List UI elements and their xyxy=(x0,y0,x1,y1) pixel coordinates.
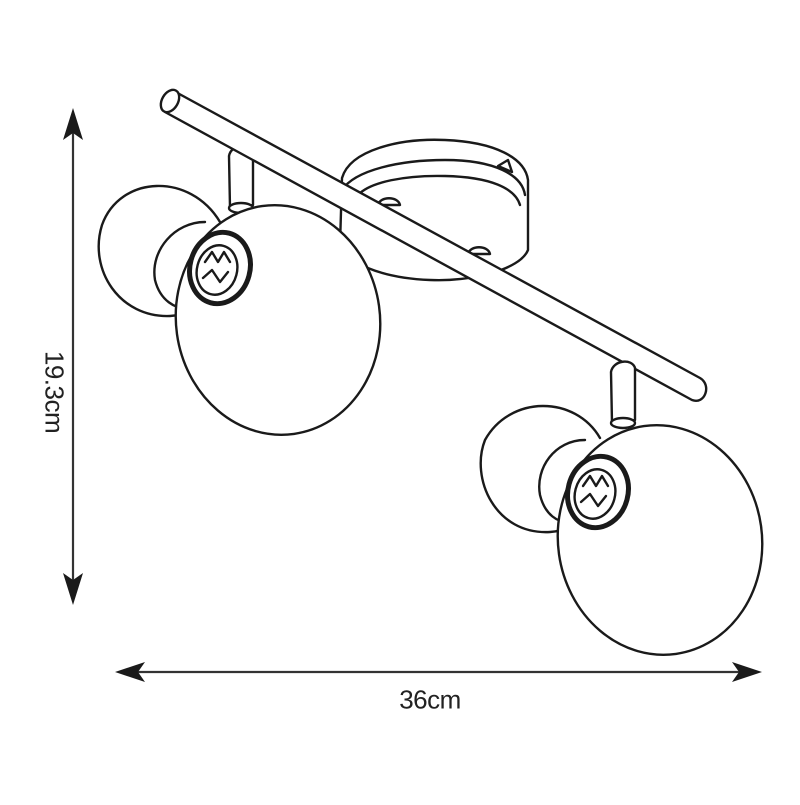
arrow-left-icon xyxy=(115,662,145,682)
height-dimension-arrow xyxy=(63,108,83,605)
arrow-down-icon xyxy=(63,573,83,605)
spotlight-lower-right xyxy=(479,360,764,656)
spotlight-upper-left xyxy=(97,144,382,436)
mounting-bar xyxy=(159,88,708,402)
height-dimension-label: 19.3cm xyxy=(39,350,70,434)
arrow-right-icon xyxy=(732,662,762,682)
arrow-up-icon xyxy=(63,108,83,140)
width-dimension-label: 36cm xyxy=(399,684,461,715)
width-dimension-arrow xyxy=(115,662,762,682)
